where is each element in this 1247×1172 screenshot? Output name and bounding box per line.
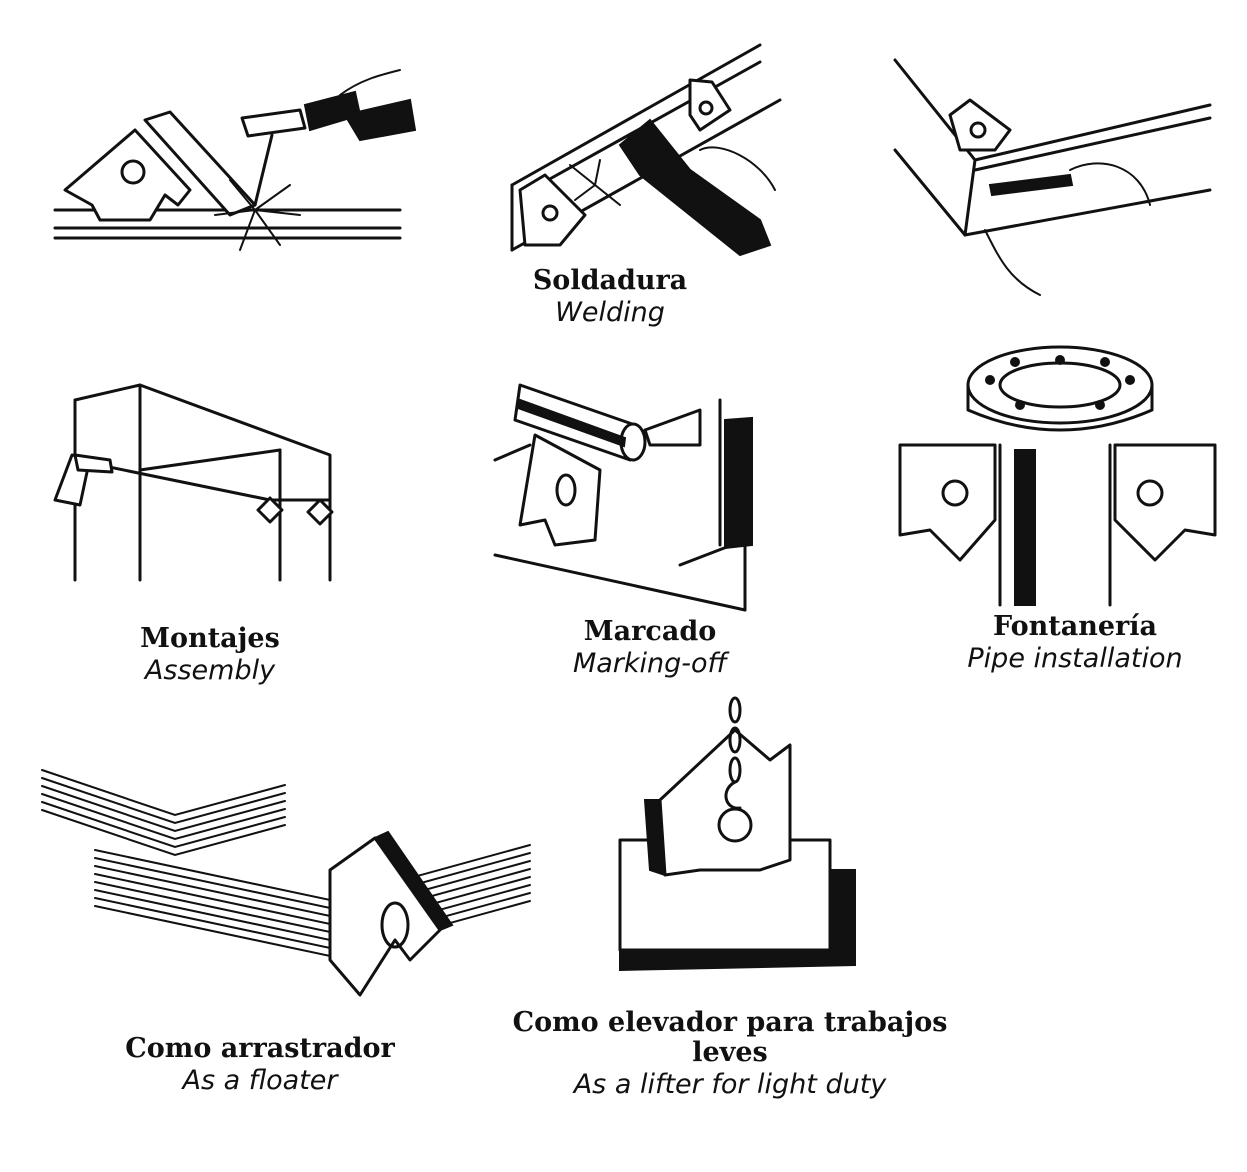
caption-es: Marcado xyxy=(583,616,717,647)
caption-en: Pipe installation xyxy=(967,643,1183,675)
caption-marking: Marcado Marking-off xyxy=(510,616,790,680)
magnet-square-icon xyxy=(328,836,442,997)
caption-es: Como arrastrador xyxy=(125,1033,395,1064)
marking-scene xyxy=(493,383,753,612)
welding-torch-icon xyxy=(240,108,307,138)
caption-en: Assembly xyxy=(144,655,276,687)
spark-icon xyxy=(569,159,621,206)
caption-pipe: Fontanería Pipe installation xyxy=(915,611,1235,675)
caption-floater: Como arrastrador As a floater xyxy=(95,1033,425,1097)
caption-es: Fontanería xyxy=(992,611,1158,642)
caption-en: As a lifter for light duty xyxy=(573,1069,887,1101)
assembly-scene xyxy=(53,383,334,582)
magnet-square-icon xyxy=(658,728,792,877)
caption-en: As a floater xyxy=(182,1065,338,1097)
floater-scene xyxy=(41,769,531,958)
welding-scene-1 xyxy=(53,69,417,251)
caption-es-line2: leves xyxy=(692,1037,768,1069)
caption-welding: Soldadura Welding xyxy=(480,265,740,329)
magnet-square-icon xyxy=(518,173,587,247)
caption-en: Marking-off xyxy=(572,648,728,680)
welding-scene-3 xyxy=(893,58,1212,296)
caption-es: Soldadura xyxy=(532,265,688,296)
spark-icon xyxy=(214,179,301,251)
lifter-scene xyxy=(618,696,856,972)
caption-assembly: Montajes Assembly xyxy=(80,623,340,687)
caption-es-line1: Como elevador para trabajos xyxy=(512,1007,948,1038)
magnet-square-icon xyxy=(948,98,1012,152)
caption-es: Montajes xyxy=(140,623,280,654)
magnet-square-icon xyxy=(518,433,602,547)
lifting-hook-icon xyxy=(724,696,742,810)
caption-en: Welding xyxy=(555,297,665,329)
welding-gun-icon xyxy=(618,118,772,257)
magnet-square-icon xyxy=(256,496,284,524)
caption-lifter: Como elevador para trabajos leves As a l… xyxy=(470,1007,990,1101)
welding-scene-2 xyxy=(510,43,782,257)
pipe-scene xyxy=(898,345,1217,607)
